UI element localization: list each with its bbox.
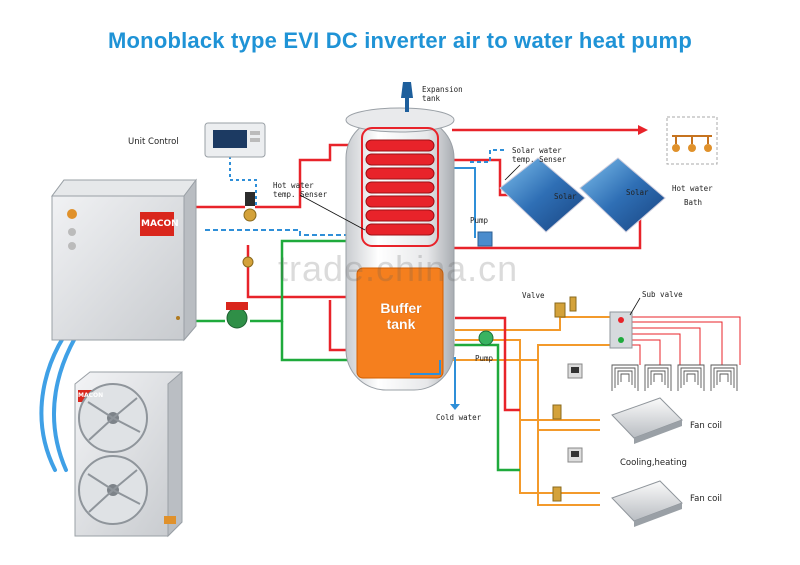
- coil-loop: [366, 210, 434, 221]
- expansion-tank: [401, 82, 413, 112]
- valve-label: Valve: [522, 291, 545, 300]
- circulation-pump-unit: [226, 302, 248, 328]
- fan-coil-valve-1: [553, 364, 582, 419]
- fan-coil-unit-2: [612, 481, 682, 527]
- indoor-brand-label: MACON: [141, 219, 179, 229]
- floor-loop: [612, 365, 638, 391]
- valve-left: [243, 257, 253, 267]
- fan-coil-unit-1: [612, 398, 682, 444]
- solar-label-2: Solar: [626, 188, 649, 197]
- fan-coil-label-2: Fan coil: [690, 494, 722, 504]
- solar-pump: [478, 232, 492, 246]
- floor-loop: [678, 365, 704, 391]
- coil-loop: [366, 196, 434, 207]
- expansion-tank-label: Expansion tank: [422, 85, 463, 103]
- solar-label-1: Solar: [554, 192, 577, 201]
- three-way-valve: [244, 192, 256, 221]
- watermark: trade.china.cn: [278, 248, 518, 290]
- hot-water-sensor-label: Hot water temp. Senser: [273, 181, 327, 199]
- mixing-valve: [555, 297, 576, 317]
- heating-coil: [366, 140, 434, 235]
- indoor-heat-pump-unit: [52, 180, 196, 340]
- buffer-tank-label: Buffer tank: [362, 300, 440, 332]
- unit-control-panel: [205, 123, 265, 157]
- cooling-heating-label: Cooling,heating: [620, 458, 687, 468]
- solar-panel-2: [580, 158, 665, 232]
- floor-loop: [645, 365, 671, 391]
- pump-label-top: Pump: [470, 216, 488, 225]
- bath-label: Bath: [684, 198, 702, 207]
- coil-loop: [366, 154, 434, 165]
- hot-water-label: Hot water: [672, 184, 713, 193]
- cold-water-inlet: [450, 395, 460, 410]
- coil-loop: [366, 168, 434, 179]
- floor-loop-feeds: [630, 317, 740, 365]
- sub-valve-manifold: [610, 312, 632, 348]
- sub-valve-label: Sub valve: [642, 290, 683, 299]
- fan-coil-label-1: Fan coil: [690, 421, 722, 431]
- hot-water-bath: [667, 117, 717, 164]
- solar-water-sensor-label: Solar water temp. Senser: [512, 146, 566, 164]
- buffer-pump: [479, 331, 493, 345]
- cold-water-label: Cold water: [436, 413, 481, 422]
- coil-loop: [366, 140, 434, 151]
- hot-water-arrow: [638, 125, 648, 135]
- coil-loop: [366, 182, 434, 193]
- unit-control-label: Unit Control: [128, 137, 179, 147]
- pump-label-bottom: Pump: [475, 354, 493, 363]
- floor-loop: [711, 365, 737, 391]
- underfloor-heating-loops: [612, 365, 737, 391]
- coil-loop: [366, 224, 434, 235]
- outdoor-brand-label: MACON: [78, 392, 103, 399]
